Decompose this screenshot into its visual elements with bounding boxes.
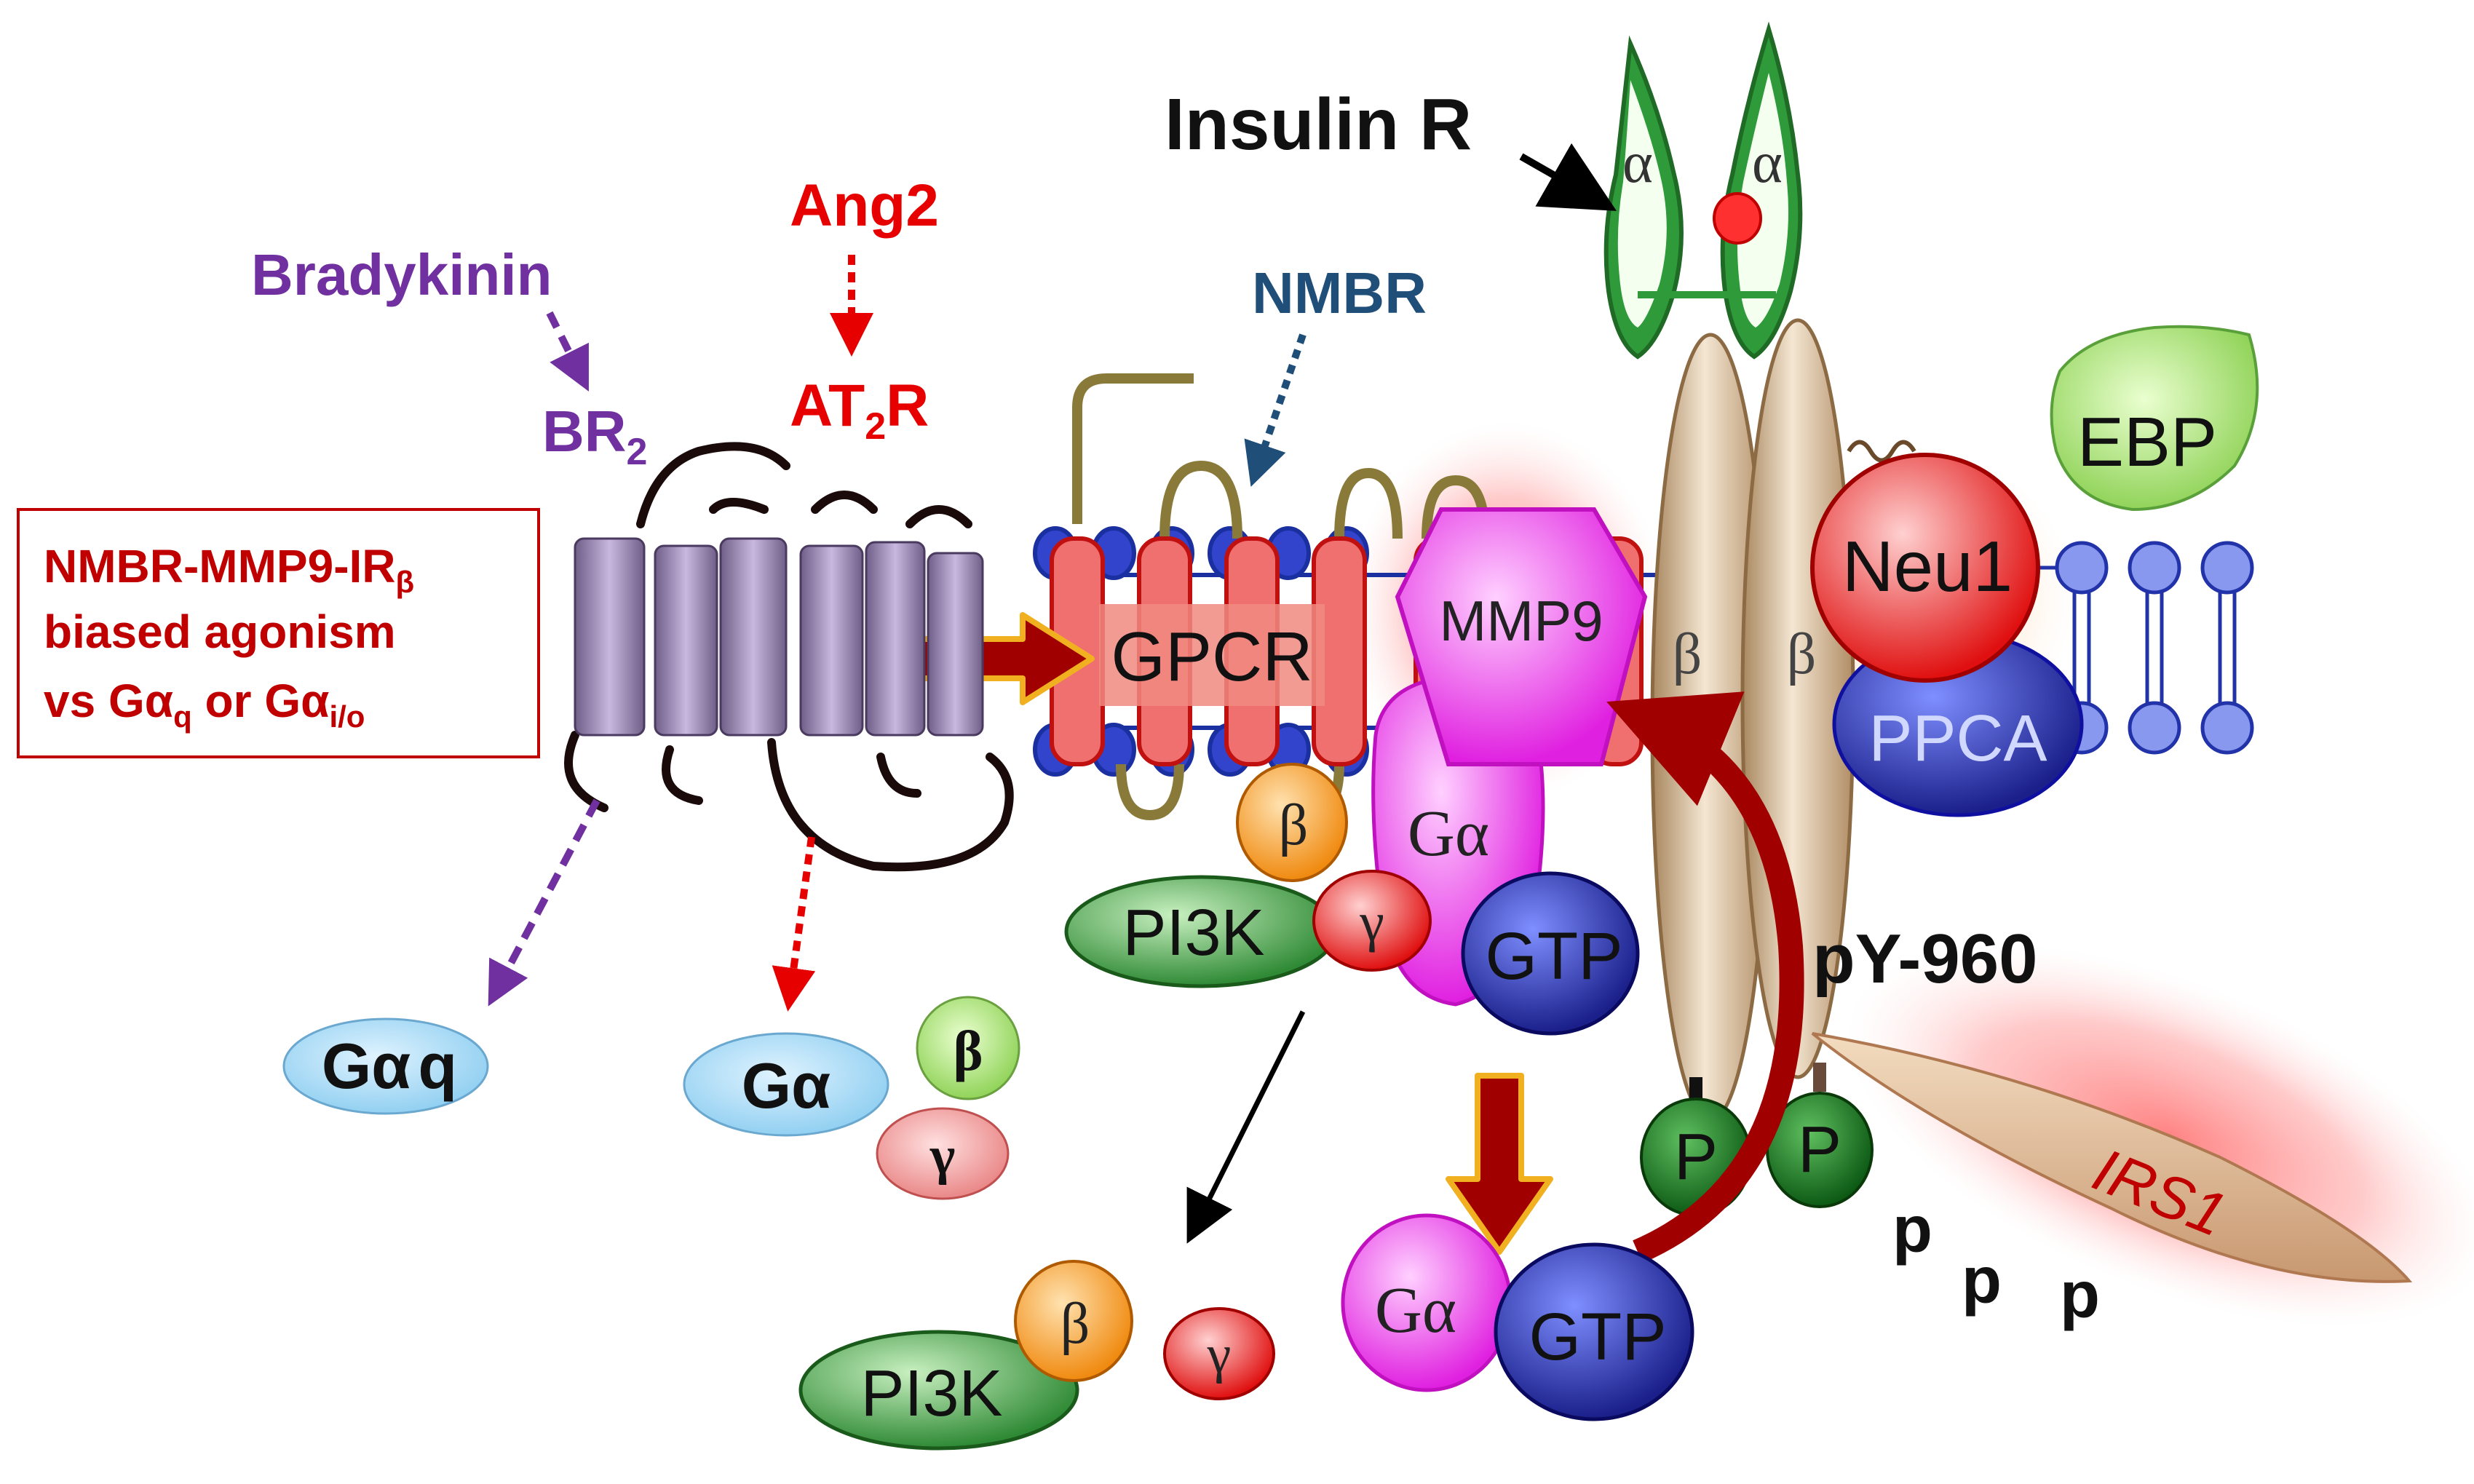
g-alpha-io-shape xyxy=(683,1032,889,1137)
beta-subunit-upper xyxy=(1236,763,1348,882)
gpcr-label-box xyxy=(1099,604,1325,706)
gamma-subunit-lower-label: γ xyxy=(1207,1325,1232,1384)
irs1-p-2: p xyxy=(1962,1245,2002,1317)
left-receptor-helices xyxy=(574,537,984,737)
gamma-subunit-io-label: γ xyxy=(929,1126,956,1186)
pi3k-release-arrow xyxy=(1186,1010,1306,1244)
ang2-label: Ang2 xyxy=(790,172,939,239)
mmp9-shape xyxy=(1395,507,1648,766)
alpha-label-right: α xyxy=(1752,131,1783,195)
bradykinin-arrow xyxy=(546,311,589,392)
insulin-r-arrow xyxy=(1519,143,1617,211)
gai-arrow xyxy=(772,836,816,1012)
pi3k-lower xyxy=(798,1330,1079,1451)
gtp-lower xyxy=(1494,1242,1694,1421)
agonism-box-line3: vs Gαq or Gαi/o xyxy=(44,675,365,734)
beta-subunit-lower-label: β xyxy=(1060,1292,1090,1356)
neu1-tail xyxy=(1847,440,1916,463)
gamma-subunit-lower xyxy=(1163,1307,1275,1400)
g-alpha-io-label: Gα xyxy=(742,1049,831,1122)
irs1-p-1: p xyxy=(1892,1194,1932,1266)
lipid-bilayer-right xyxy=(2009,541,2254,755)
curved-arrow-to-mmp9 xyxy=(1606,691,1804,1263)
alpha-label-left: α xyxy=(1622,131,1653,195)
beta-subunit-upper-label: β xyxy=(1279,793,1309,857)
pi3k-upper-label: PI3K xyxy=(1122,897,1264,969)
gamma-subunit-upper-label: γ xyxy=(1359,892,1384,953)
g-alpha-lower-label: Gα xyxy=(1375,1274,1456,1346)
gtp-upper-label: GTP xyxy=(1485,919,1622,993)
phospho-left-label: P xyxy=(1674,1121,1718,1194)
gpcr-label: GPCR xyxy=(1111,618,1312,696)
gamma-subunit-io xyxy=(876,1107,1010,1200)
ebp-shape xyxy=(2050,325,2259,512)
irs1-p-3: p xyxy=(2060,1259,2100,1332)
ebp-label: EBP xyxy=(2077,403,2217,481)
neu1-label: Neu1 xyxy=(1842,526,2013,606)
gtp-upper xyxy=(1461,871,1640,1036)
pi3k-lower-label: PI3K xyxy=(860,1357,1002,1430)
beta-subunit-io-label: β xyxy=(953,1019,983,1082)
mmp9-label: MMP9 xyxy=(1439,589,1603,653)
ppca-label: PPCA xyxy=(1868,702,2047,775)
agonism-box xyxy=(17,508,540,758)
nmbr-label: NMBR xyxy=(1252,261,1427,325)
insulin-r-label: Insulin R xyxy=(1165,84,1472,165)
gamma-subunit-upper xyxy=(1312,870,1432,972)
at2r-label: AT2R xyxy=(790,373,929,448)
bradykinin-label: Bradykinin xyxy=(251,242,552,307)
gtp-lower-label: GTP xyxy=(1529,1300,1666,1374)
br2-label: BR2 xyxy=(542,399,647,473)
agonism-box-line1: NMBR-MMP9-IRβ xyxy=(44,540,414,599)
big-arrow-down xyxy=(1446,1073,1553,1255)
py960-label: pY-960 xyxy=(1812,920,2038,998)
phospho-right-label: P xyxy=(1798,1114,1841,1186)
disulfide-red-dot xyxy=(1713,192,1762,245)
neu1-shape xyxy=(1810,453,2040,683)
g-alpha-q-shape xyxy=(282,1017,489,1115)
agonism-box-line2: biased agonism xyxy=(44,606,396,658)
g-alpha-upper-label: Gα xyxy=(1408,798,1489,870)
beta-subunit-lower xyxy=(1014,1260,1133,1382)
irs1-shape xyxy=(1811,1032,2413,1283)
nmbr-arrow xyxy=(1244,333,1307,487)
beta-label-right: β xyxy=(1787,622,1817,686)
beta-label-left: β xyxy=(1673,622,1702,686)
gaq-arrow xyxy=(488,798,600,1007)
beta-subunit-io xyxy=(916,996,1020,1100)
